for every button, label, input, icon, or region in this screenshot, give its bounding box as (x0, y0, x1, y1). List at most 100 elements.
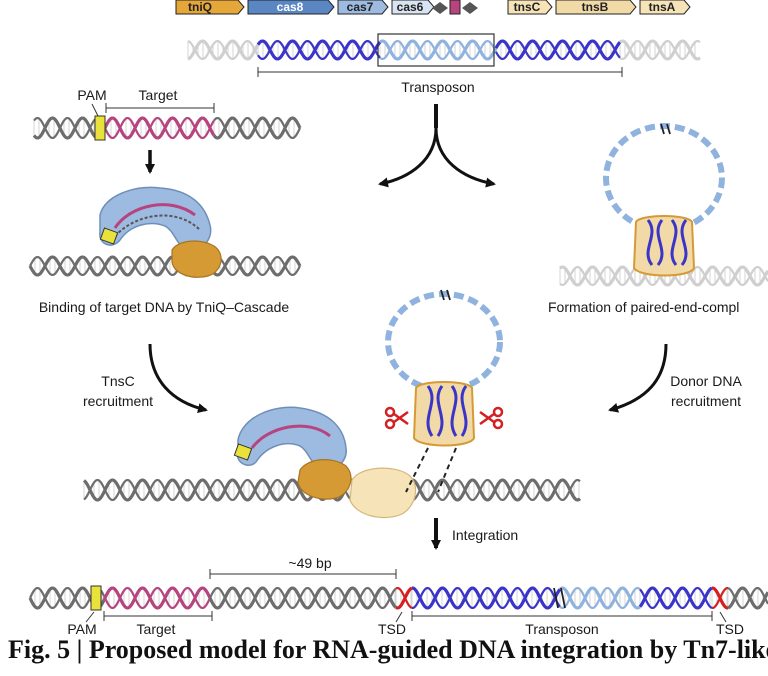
gene-tnsb-arrow (555, 0, 637, 15)
pam-label: PAM (77, 87, 106, 103)
gene-tnsa-label: tnsA (649, 0, 676, 14)
helix-strand (209, 586, 397, 610)
integration-complex (82, 289, 582, 519)
scissors-left-icon (384, 406, 409, 430)
helix-strand (105, 116, 215, 140)
paired-end-caption: Formation of paired-end-compl (548, 299, 739, 315)
helix-strand (208, 586, 398, 610)
helix-strand (28, 586, 94, 610)
middle-crrna (250, 424, 331, 449)
pam-box (94, 115, 106, 141)
helix-strand (109, 255, 182, 277)
helix-strand (379, 39, 497, 61)
helix-strand (727, 586, 768, 610)
gene-tnsb-label: tnsB (582, 0, 609, 14)
crispr-spacer (449, 0, 461, 15)
bottom-transposon-label: Transposon (525, 621, 598, 637)
gene-cas7-label: cas7 (347, 0, 374, 14)
tsd-left-label: TSD (378, 621, 406, 637)
helix-strand (29, 255, 111, 277)
figure-caption: Fig. 5 | Proposed model for RNA-guided D… (8, 635, 768, 664)
helix-strand (212, 116, 302, 140)
helix-strand (33, 116, 97, 140)
donor-label-line1: Donor DNA (670, 373, 742, 389)
helix-strand (29, 586, 93, 610)
helix-strand (109, 255, 181, 277)
scissors-right-icon (479, 406, 504, 430)
helix-strand (412, 586, 561, 610)
helix-strand (619, 39, 701, 61)
transposon-box (377, 33, 495, 67)
bound-dna-helix (28, 255, 302, 277)
target-dna-helix (32, 116, 302, 140)
helix-strand (559, 586, 641, 610)
product-dna-helix (28, 586, 768, 610)
gene-tniq-label: tniQ (188, 0, 212, 14)
helix-strand (412, 586, 562, 610)
strike-line-2 (437, 447, 457, 493)
paired-end-complex: Formation of paired-end-compl (548, 123, 768, 315)
side-arrows: TnsC recruitment Donor DNA recruitment (83, 343, 742, 414)
top-dna: Transposon (187, 33, 701, 95)
tnsc-recruitment-arrow (148, 343, 208, 414)
gene-operon: tniQ cas8 cas7 cas6 tnsC tnsB tnsA (175, 0, 691, 15)
crispr-repeat-1 (432, 2, 448, 14)
product-dna: ~49 bp PAM Target TSD Transposon TSD (28, 555, 768, 637)
bp-distance-label: ~49 bp (288, 555, 331, 571)
helix-strand (379, 39, 498, 61)
helix-strand (494, 39, 622, 61)
gene-cas7-arrow (337, 0, 389, 15)
split-arrows (378, 104, 496, 188)
helix-strand (639, 586, 713, 610)
helix-strand (102, 586, 212, 610)
bottom-target-label: Target (137, 621, 176, 637)
helix-strand (712, 586, 728, 610)
gene-cas8-label: cas8 (277, 0, 304, 14)
integration-step: Integration (431, 518, 518, 550)
gene-tnsc-arrow (507, 0, 553, 15)
split-arrow-left (378, 127, 438, 188)
gene-tnsc-label: tnsC (514, 0, 541, 14)
binding-caption: Binding of target DNA by TniQ–Cascade (39, 299, 290, 315)
paired-ends-dna (646, 219, 688, 266)
helix-strand (187, 39, 260, 61)
helix-strand (104, 116, 216, 140)
middle-pam (233, 443, 253, 461)
helix-strand (638, 586, 713, 610)
helix-strand (28, 255, 112, 277)
donor-recruitment-arrow (608, 343, 668, 413)
crispr-repeat-2 (462, 2, 478, 14)
helix-strand (495, 39, 621, 61)
gene-tnsa-arrow (639, 0, 691, 15)
top-dna-helix (187, 39, 701, 61)
helix-strand (559, 265, 768, 287)
integration-label: Integration (452, 527, 518, 543)
gene-tniq-arrow (175, 0, 245, 15)
donor-loop (603, 123, 725, 233)
helix-strand (257, 39, 381, 61)
crrna-strand (113, 203, 196, 229)
middle-donor-loop (385, 291, 503, 393)
gene-cas6-arrow (391, 0, 435, 15)
split-arrow-right (434, 127, 496, 188)
tniq-protein (171, 240, 222, 278)
tnsc-label-line2: recruitment (83, 393, 153, 409)
tnsc-protein (349, 467, 417, 519)
helix-strand (187, 39, 259, 61)
product-pam-box (90, 585, 102, 611)
helix-strand (213, 116, 301, 140)
target-label: Target (139, 87, 178, 103)
middle-tniq (297, 459, 352, 500)
target-dna-panel: PAM Target (32, 87, 302, 174)
strike-line-1 (405, 447, 429, 493)
helix-strand (32, 116, 98, 140)
helix-strand (395, 586, 413, 609)
bound-pam (99, 227, 119, 245)
helix-strand (395, 586, 413, 610)
gene-cas8-arrow (247, 0, 335, 15)
gene-cas6-label: cas6 (397, 0, 424, 14)
cascade-binding: Binding of target DNA by TniQ–Cascade (28, 186, 302, 315)
helix-strand (103, 586, 211, 610)
tnsc-label-line1: TnsC (101, 373, 134, 389)
